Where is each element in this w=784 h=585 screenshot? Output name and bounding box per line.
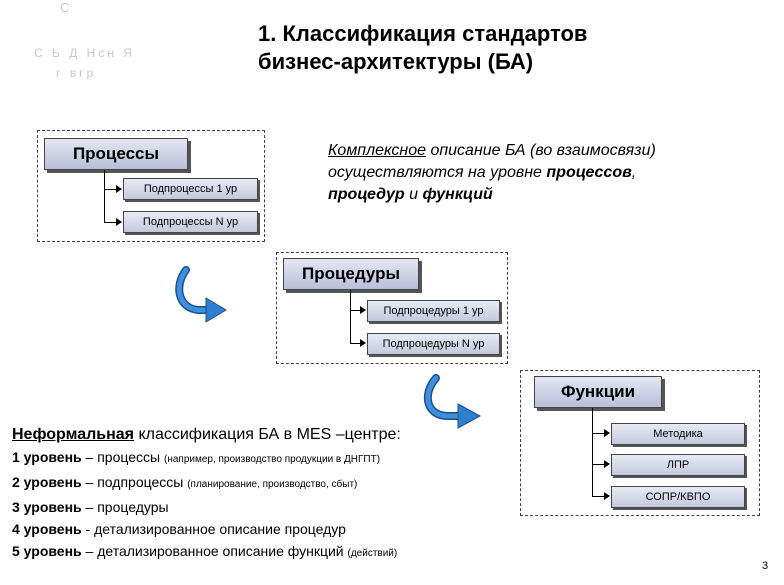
level-row-3: 3 уровень – процедуры xyxy=(12,496,401,518)
functions-branch-2 xyxy=(592,464,604,465)
procedures-box: Процедуры xyxy=(283,258,419,290)
level-label: 5 уровень xyxy=(12,543,82,559)
functions-box: Функции xyxy=(534,376,662,408)
description-w3: осуществляются на уровне xyxy=(328,164,547,181)
level-text: – процедуры xyxy=(81,499,169,515)
level-label: 1 уровень xyxy=(12,449,82,465)
procedures-group xyxy=(276,252,508,364)
slide-title: 1. Классификация стандартов бизнес-архит… xyxy=(258,20,587,76)
slide-title-line2: бизнес-архитектуры (БА) xyxy=(258,49,534,74)
logo-line1: С xyxy=(60,0,70,15)
level-row-1: 1 уровень – процессы (например, производ… xyxy=(12,446,401,471)
functions-connector xyxy=(592,408,593,496)
procedures-arrowhead-n xyxy=(360,339,366,347)
procedures-arrowhead-1 xyxy=(360,306,366,314)
functions-group xyxy=(520,370,760,516)
level-note: (например, производство продукции в ДНГП… xyxy=(163,454,381,465)
processes-branch-n xyxy=(104,222,116,223)
processes-branch-1 xyxy=(104,189,116,190)
level-text: – детализированное описание функций xyxy=(81,543,348,559)
flow-arrow-icon-1 xyxy=(175,266,227,323)
ba-description: Комплексное описание БА (во взаимосвязи)… xyxy=(328,140,748,206)
function-sopr-kvpo-box: СОПР/КВПО xyxy=(611,486,745,508)
processes-arrowhead-1 xyxy=(116,185,122,193)
description-w4: процессов xyxy=(546,164,632,181)
classification-heading-rest: классификация БА в MES –центре: xyxy=(134,426,401,443)
level-row-2: 2 уровень – подпроцессы (планирование, п… xyxy=(12,471,401,496)
classification-heading: Неформальная классификация БА в MES –цен… xyxy=(12,424,401,446)
functions-arrowhead-3 xyxy=(604,492,610,500)
processes-arrowhead-n xyxy=(116,218,122,226)
logo-line2: С Ь Д Нсн Я xyxy=(34,46,135,60)
description-w5: , xyxy=(631,164,637,181)
description-w6: процедур xyxy=(328,186,405,203)
functions-branch-3 xyxy=(592,496,604,497)
processes-box: Процессы xyxy=(44,138,188,170)
level-text: – подпроцессы xyxy=(81,474,188,490)
flow-arrow-icon-2 xyxy=(424,374,482,429)
level-label: 2 уровень xyxy=(12,474,82,490)
procedures-connector xyxy=(350,290,351,343)
description-w2: описание БА (во взаимосвязи) xyxy=(426,142,656,159)
processes-group xyxy=(37,130,265,242)
function-decision-maker-box: ЛПР xyxy=(611,454,745,476)
page-number: 3 xyxy=(762,560,769,572)
organization-logo: С С Ь Д Нсн Я г вгр xyxy=(20,0,180,110)
level-text: – процессы xyxy=(81,449,164,465)
functions-arrowhead-1 xyxy=(604,429,610,437)
level-note: (действий) xyxy=(347,548,398,559)
description-w7: и xyxy=(404,186,423,203)
slide-title-line1: 1. Классификация стандартов xyxy=(258,21,588,46)
subprocedure-level-n-box: Подпроцедуры N ур xyxy=(367,333,500,355)
subprocess-level-n-box: Подпроцессы N ур xyxy=(123,211,258,233)
level-label: 4 уровень xyxy=(12,521,82,537)
function-methodology-box: Методика xyxy=(611,423,745,445)
functions-arrowhead-2 xyxy=(604,460,610,468)
processes-connector xyxy=(104,170,105,222)
subprocess-level-1-box: Подпроцессы 1 ур xyxy=(123,178,258,200)
level-row-4: 4 уровень - детализированное описание пр… xyxy=(12,518,401,540)
subprocedure-level-1-box: Подпроцедуры 1 ур xyxy=(367,300,500,322)
description-w8: функций xyxy=(422,186,493,203)
classification-heading-underlined: Неформальная xyxy=(12,426,134,443)
procedures-branch-1 xyxy=(350,310,360,311)
level-note: (планирование, производство, сбыт) xyxy=(187,479,358,490)
logo-line3: г вгр xyxy=(56,66,97,80)
procedures-branch-n xyxy=(350,343,360,344)
description-w1: Комплексное xyxy=(328,142,426,159)
informal-classification: Неформальная классификация БА в MES –цен… xyxy=(12,424,401,565)
functions-branch-1 xyxy=(592,433,604,434)
level-text: - детализированное описание процедур xyxy=(81,521,346,537)
level-row-5: 5 уровень – детализированное описание фу… xyxy=(12,540,401,565)
level-label: 3 уровень xyxy=(12,499,82,515)
